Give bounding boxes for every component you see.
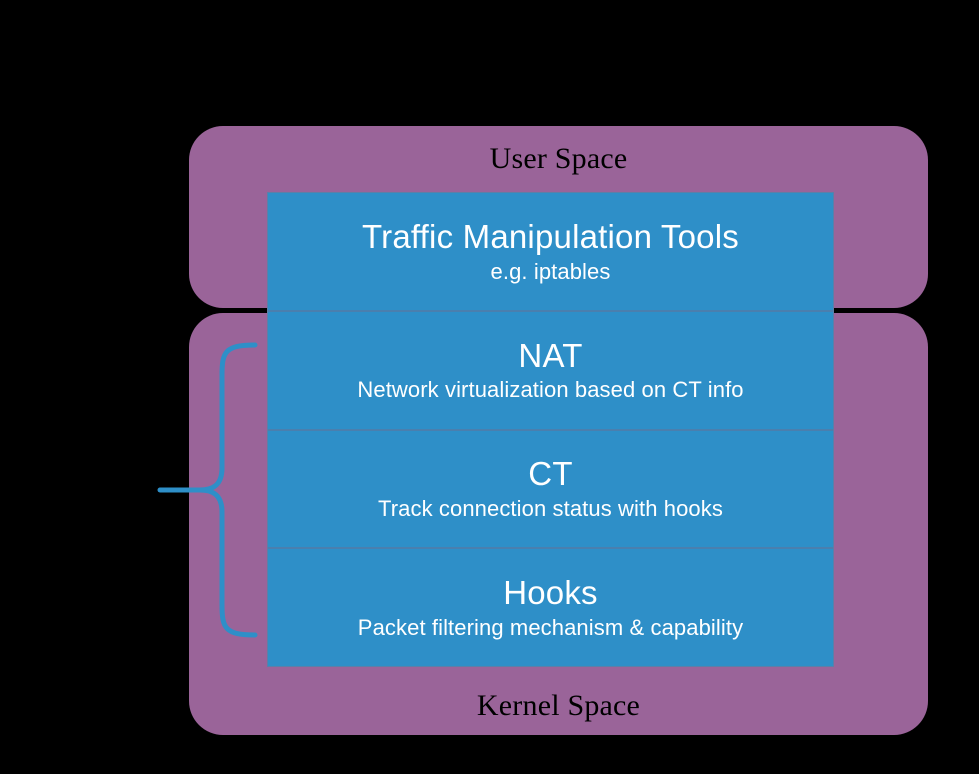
layer-title: Hooks — [503, 574, 598, 611]
layer-subtitle: e.g. iptables — [490, 258, 611, 284]
layer-subtitle: Network virtualization based on CT info — [357, 377, 744, 403]
layer-subtitle: Track connection status with hooks — [378, 496, 723, 522]
layer-title: CT — [528, 455, 573, 493]
layer-hooks[interactable]: Hooks Packet filtering mechanism & capab… — [268, 547, 833, 666]
layer-title: Traffic Manipulation Tools — [362, 217, 739, 255]
layer-nat[interactable]: NAT Network virtualization based on CT i… — [268, 309, 833, 429]
layer-subtitle: Packet filtering mechanism & capability — [357, 614, 744, 640]
layer-stack: Traffic Manipulation Tools e.g. iptables… — [267, 192, 834, 667]
layer-ct[interactable]: CT Track connection status with hooks — [268, 428, 833, 548]
layer-traffic-manipulation-tools[interactable]: Traffic Manipulation Tools e.g. iptables — [268, 193, 833, 310]
user-space-label: User Space — [489, 142, 628, 175]
kernel-space-label: Kernel Space — [476, 689, 641, 722]
layer-title: NAT — [518, 336, 583, 374]
